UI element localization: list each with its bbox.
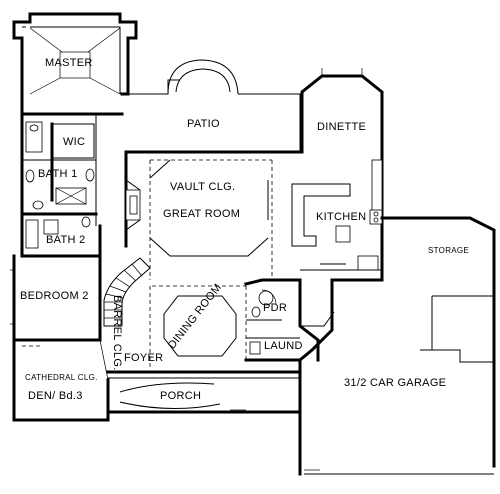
patio-outline (124, 59, 304, 154)
wic-bath1-walls (20, 114, 98, 226)
room-label-wic: WIC (63, 136, 86, 148)
room-label-vault-ceiling: VAULT CLG. (170, 181, 236, 193)
dining-room-walls (149, 285, 247, 370)
foyer-porch-walls (106, 370, 302, 414)
room-label-garage: 31/2 CAR GARAGE (344, 377, 447, 389)
room-label-storage: STORAGE (428, 246, 470, 255)
room-label-kitchen: KITCHEN (316, 211, 367, 223)
room-label-foyer: FOYER (124, 352, 164, 364)
room-label-patio: PATIO (187, 118, 220, 130)
room-label-laundry: LAUND (264, 340, 303, 352)
room-label-great-room: GREAT ROOM (163, 208, 241, 220)
room-label-bedroom2: BEDROOM 2 (20, 290, 89, 302)
master-bedroom-walls (12, 12, 138, 258)
room-label-den: DEN/ Bd.3 (28, 390, 83, 402)
room-label-cathedral-ceiling: CATHEDRAL CLG. (25, 373, 98, 382)
room-label-pdr: PDR (263, 302, 288, 314)
bath2-walls (20, 216, 102, 258)
room-label-bath1: BATH 1 (38, 168, 78, 180)
room-label-porch: PORCH (160, 390, 202, 402)
dinette-walls (300, 68, 384, 272)
room-label-barrel-ceiling: BARREL CLG. (111, 295, 123, 371)
room-label-bath2: BATH 2 (46, 234, 86, 246)
kitchen-fixtures (291, 159, 383, 271)
garage-storage-walls (298, 216, 496, 476)
great-room-walls (124, 150, 273, 280)
room-label-master: MASTER (45, 57, 93, 69)
room-label-dinette: DINETTE (317, 121, 367, 133)
